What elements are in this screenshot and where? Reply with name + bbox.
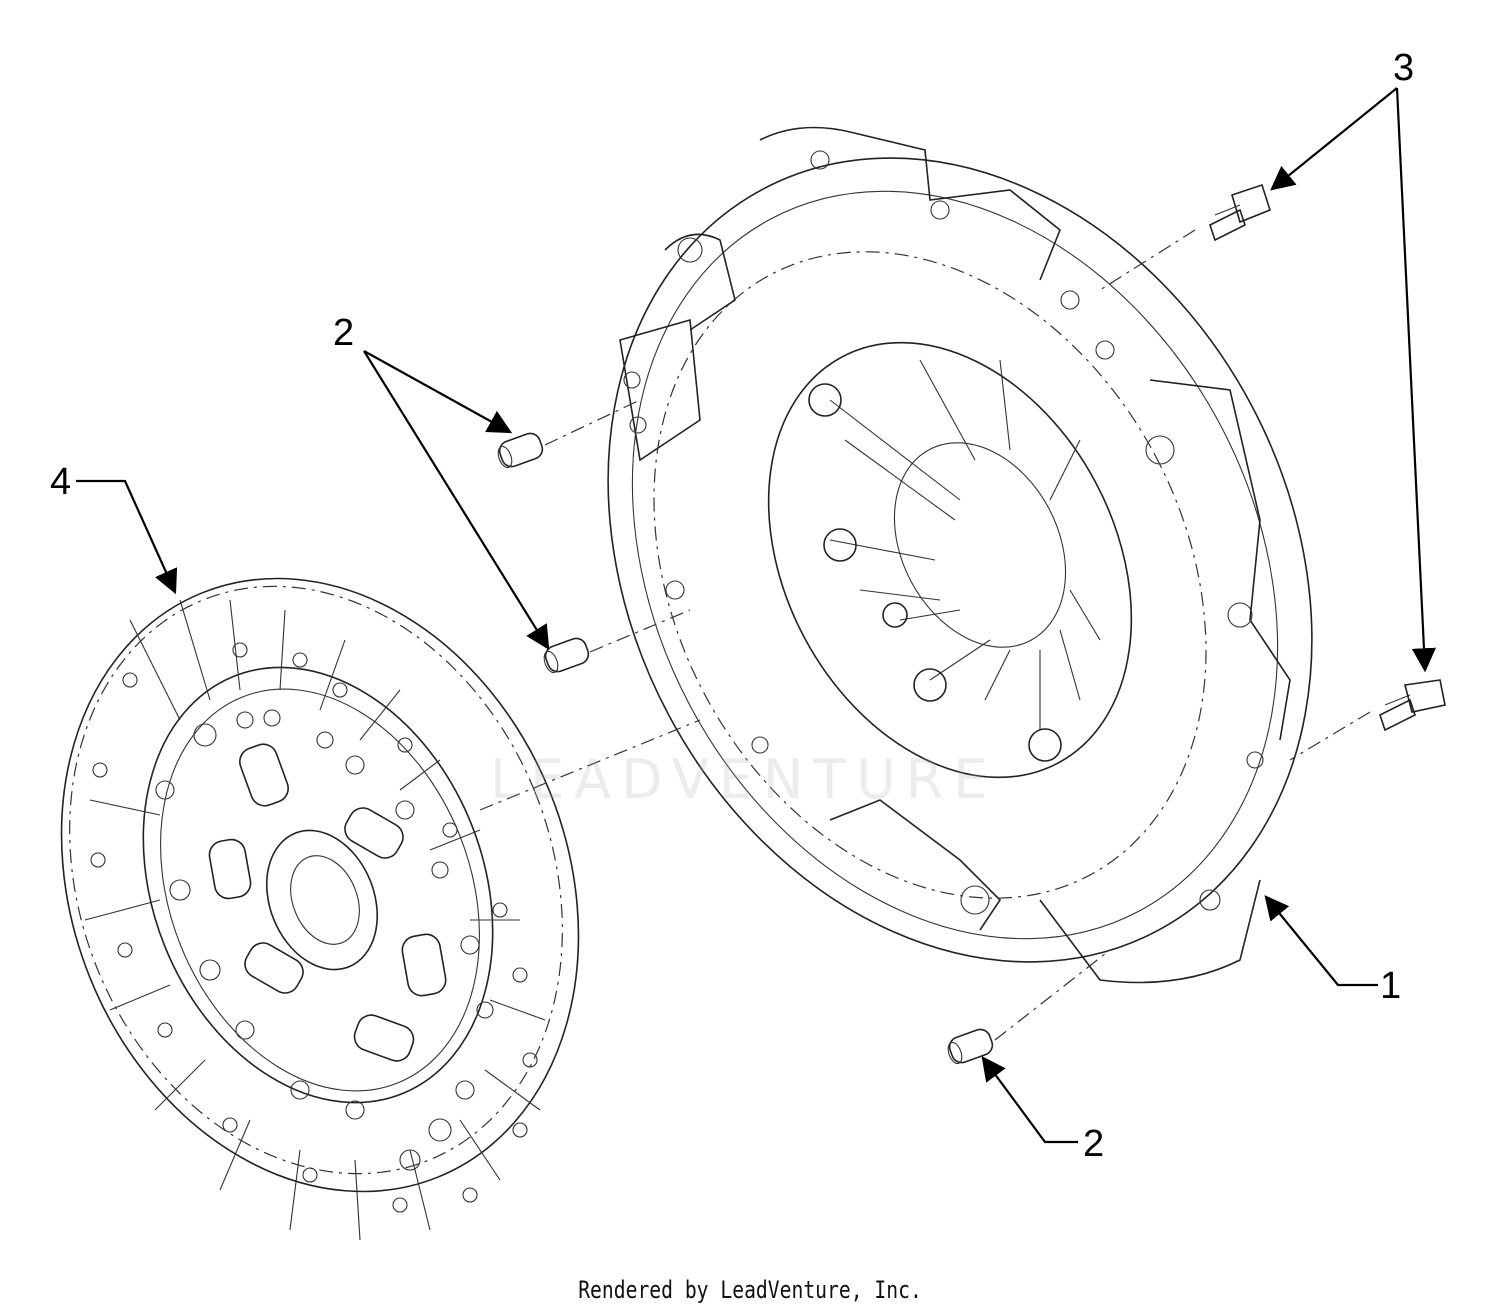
dowel-pin-lower (947, 1028, 994, 1065)
assembly-centerlines (479, 229, 1371, 1041)
friction-segments (84, 599, 546, 1241)
damper-springs (208, 743, 447, 1062)
watermark-text: LEADVENTURE (490, 748, 998, 811)
callout-3: 3 (1393, 47, 1414, 89)
diaphragm-fingers (829, 359, 1101, 730)
bolt-upper (1209, 183, 1271, 242)
clutch-disc (60, 577, 580, 1241)
callout-2-upper: 2 (333, 312, 354, 354)
pressure-plate-assembly (607, 126, 1313, 984)
footer-credit: Rendered by LeadVenture, Inc. (578, 1276, 922, 1304)
dowel-pin-upper (497, 432, 544, 469)
disc-rivets (90, 642, 538, 1213)
cover-bolt-holes (623, 150, 1264, 915)
callout-2-lower: 2 (1083, 1123, 1104, 1165)
rivet-heads (808, 383, 1062, 762)
callout-1: 1 (1380, 965, 1401, 1007)
bolt-lower (1379, 679, 1446, 732)
callout-4: 4 (50, 461, 71, 503)
callout-leaders (76, 87, 1437, 1144)
dowel-pin-middle (543, 637, 590, 674)
